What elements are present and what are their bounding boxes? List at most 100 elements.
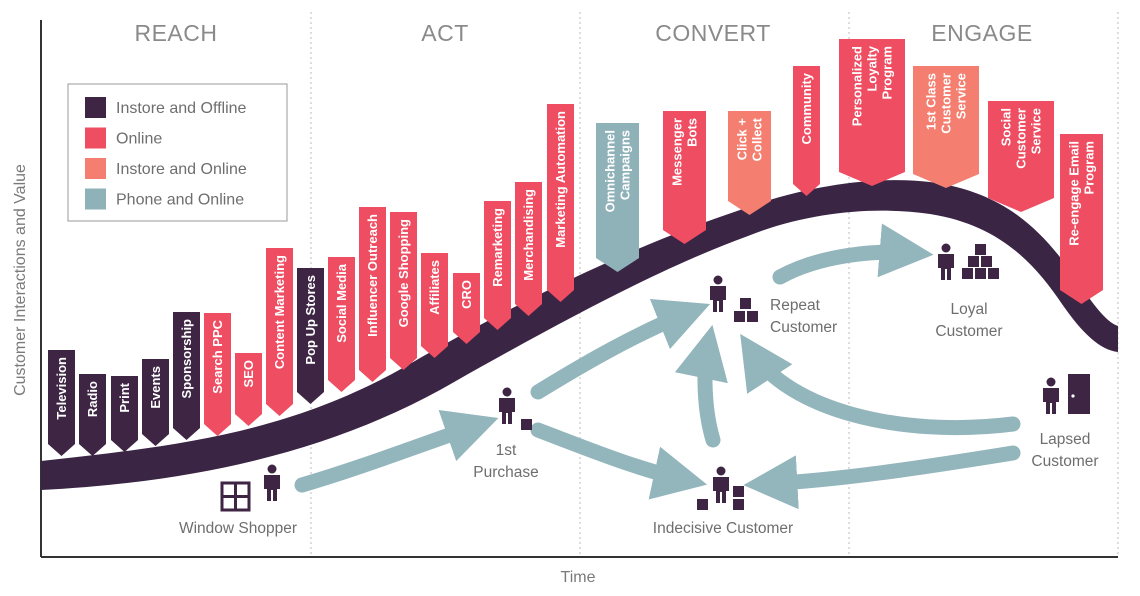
tag-label-line: Service [1029,108,1044,154]
tag-shape [596,123,639,272]
tag-shape [328,257,355,392]
persona-label-indecisive-customer: Indecisive Customer [653,520,793,537]
tag-label: Events [148,366,163,409]
tag-label-line: Click + [735,118,750,161]
touchpoint-tag-television: Television [48,350,75,456]
tag-label: Affiliates [427,260,442,315]
tag-label-line: CRO [459,280,474,309]
persona-repeat-customer: Repeat Customer [710,275,837,336]
tag-label-line: Influencer Outreach [365,214,380,337]
tag-label-line: Community [799,72,814,144]
touchpoint-tag-google-shopping: Google Shopping [390,212,417,370]
customer-flow-arrows [294,223,1021,510]
phase-title-reach: REACH [134,20,217,46]
tag-label: Search PPC [210,319,225,393]
tag-shape [142,359,169,446]
touchpoint-tag-remarketing: Remarketing [484,201,511,330]
touchpoint-tag-radio: Radio [79,374,106,456]
arrow-purchase-to-indecisive [530,422,708,500]
tag-label: Merchandising [521,189,536,281]
tag-shape [453,273,480,344]
touchpoint-tag-print: Print [111,376,138,452]
tag-label-line: Print [117,382,132,412]
persona-lapsed-customer: Lapsed Customer [1031,374,1099,470]
tag-label: Social Media [334,263,349,343]
tag-label-line: Personalized [850,46,865,126]
persona-label-lapsed-customer-2: Customer [1031,453,1098,470]
tag-label-line: Social Media [334,263,349,343]
tag-label: SEO [241,360,256,387]
box-pyramid-icon [962,244,999,279]
y-axis-label: Customer Interactions and Value [12,164,29,396]
persona-indecisive-customer: Indecisive Customer [653,466,793,537]
tag-label-line: Sponsorship [179,319,194,399]
tag-label-line: Messenger [670,118,685,186]
persona-label-loyal-customer-2: Customer [935,323,1002,340]
tag-shape [988,101,1054,212]
legend-swatch [85,158,106,179]
tag-label-line: Service [954,73,969,119]
tag-label-line: Events [148,366,163,409]
tag-label-line: Search PPC [210,319,225,393]
tag-label-line: Content Marketing [272,255,287,369]
tag-shape [48,350,75,456]
tag-label-line: Radio [85,381,100,417]
tag-shape [839,39,905,186]
tag-label-line: SEO [241,360,256,387]
x-axis-label: Time [561,569,596,586]
tag-label-line: Television [54,357,69,420]
tag-label: Remarketing [490,208,505,287]
tag-label: Print [117,382,132,412]
arrow-repeat-to-loyal [772,223,934,285]
persona-loyal-customer: Loyal Customer [935,243,1003,340]
tag-label: Re-engage EmailProgram [1067,141,1097,246]
person-icon [264,464,280,501]
touchpoint-tag-merchandising: Merchandising [515,182,542,316]
touchpoint-tag-social-media: Social Media [328,257,355,392]
tag-label-line: Pop Up Stores [303,275,318,365]
tag-label: Google Shopping [396,219,411,327]
tag-shape [79,374,106,456]
legend-label: Online [116,131,162,148]
boxes-icon [734,298,758,322]
person-icon [1043,377,1059,414]
tag-label: 1st ClassCustomerService [924,73,969,134]
tag-label: Pop Up Stores [303,275,318,365]
touchpoint-tag-marketing-automation: Marketing Automation [547,104,574,302]
tag-label-line: Campaigns [618,130,633,200]
tag-label: PersonalizedLoyaltyProgram [850,45,895,126]
touchpoint-tag-omnichannel-campaigns: OmnichannelCampaigns [596,123,639,272]
tag-label: MessengerBots [670,118,700,186]
legend-label: Instore and Offline [116,100,247,117]
tag-shape [173,312,200,440]
tag-shape [728,111,771,215]
touchpoint-tag-sponsorship: Sponsorship [173,312,200,440]
touchpoint-tag-pop-up-stores: Pop Up Stores [297,268,324,404]
shop-window-icon [220,481,251,512]
tag-label-line: Customer [1014,108,1029,169]
persona-label-first-purchase-1: 1st [496,442,517,459]
tag-label-line: 1st Class [924,73,939,130]
touchpoint-tag-events: Events [142,359,169,446]
person-icon [710,275,726,312]
legend-swatch [85,97,106,118]
persona-window-shopper: Window Shopper [179,464,297,537]
persona-label-repeat-customer-2: Customer [770,319,837,336]
phase-title-engage: ENGAGE [931,20,1032,46]
person-icon [499,387,515,424]
tag-label: Television [54,357,69,420]
tag-shape [484,201,511,330]
tag-label-line: Omnichannel [603,130,618,212]
tag-label-line: Marketing Automation [553,111,568,248]
tag-shape [913,66,979,188]
tag-label: Content Marketing [272,255,287,369]
arrow-indecisive-to-repeat [674,324,728,448]
tag-shape [390,212,417,370]
touchpoint-tag-re-engage-email-program: Re-engage EmailProgram [1060,134,1103,304]
arrow-window-to-purchase [294,410,499,493]
tag-label: Influencer Outreach [365,214,380,337]
touchpoint-tag-social-customer-service: SocialCustomerService [988,101,1054,212]
door-icon [1068,374,1090,414]
